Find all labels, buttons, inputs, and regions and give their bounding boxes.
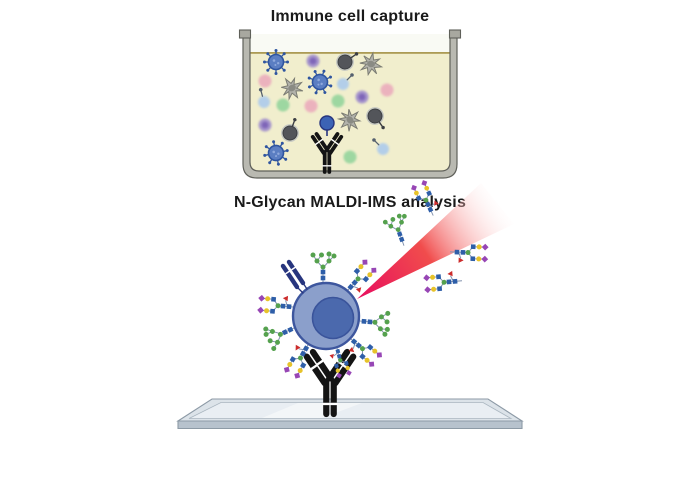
free-glycan <box>423 270 463 293</box>
maldi-laser-beam <box>357 183 514 299</box>
immune-cell <box>291 281 361 351</box>
well-rim-cap-left <box>238 29 252 39</box>
maldi-analysis <box>176 178 524 430</box>
culture-well <box>238 29 462 179</box>
panel-title-nglycan-maldi-ims: N-Glycan MALDI-IMS analysis <box>233 194 467 211</box>
free-glycan <box>410 178 443 219</box>
capture-event <box>310 115 344 174</box>
spiky-lymphocyte <box>262 48 290 76</box>
well-headspace <box>250 34 450 52</box>
membrane-glycan <box>257 293 297 316</box>
well-rim-cap-right <box>448 29 462 39</box>
green-cell <box>344 151 357 164</box>
panel-title-immune-cell-capture: Immune cell capture <box>270 8 430 25</box>
free-glycan <box>382 211 416 249</box>
captured-blue-cell <box>319 115 335 131</box>
purple-cell <box>356 91 369 104</box>
green-cell <box>332 95 345 108</box>
purple-cell <box>307 55 320 68</box>
liquid-surface-line <box>250 52 450 54</box>
slide-sheen <box>262 403 362 418</box>
slide-bevel <box>188 402 513 419</box>
purple-cell <box>259 119 272 132</box>
cell-nucleus <box>311 296 355 340</box>
membrane-glycan <box>311 252 337 286</box>
pink-cell <box>381 84 394 97</box>
pink-cell <box>259 75 272 88</box>
pink-cell <box>305 100 318 113</box>
blue-receptor <box>280 259 308 294</box>
membrane-glycan <box>356 308 392 337</box>
slide-front-edge <box>177 420 523 430</box>
green-cell <box>277 99 290 112</box>
glass-slide <box>176 398 524 430</box>
